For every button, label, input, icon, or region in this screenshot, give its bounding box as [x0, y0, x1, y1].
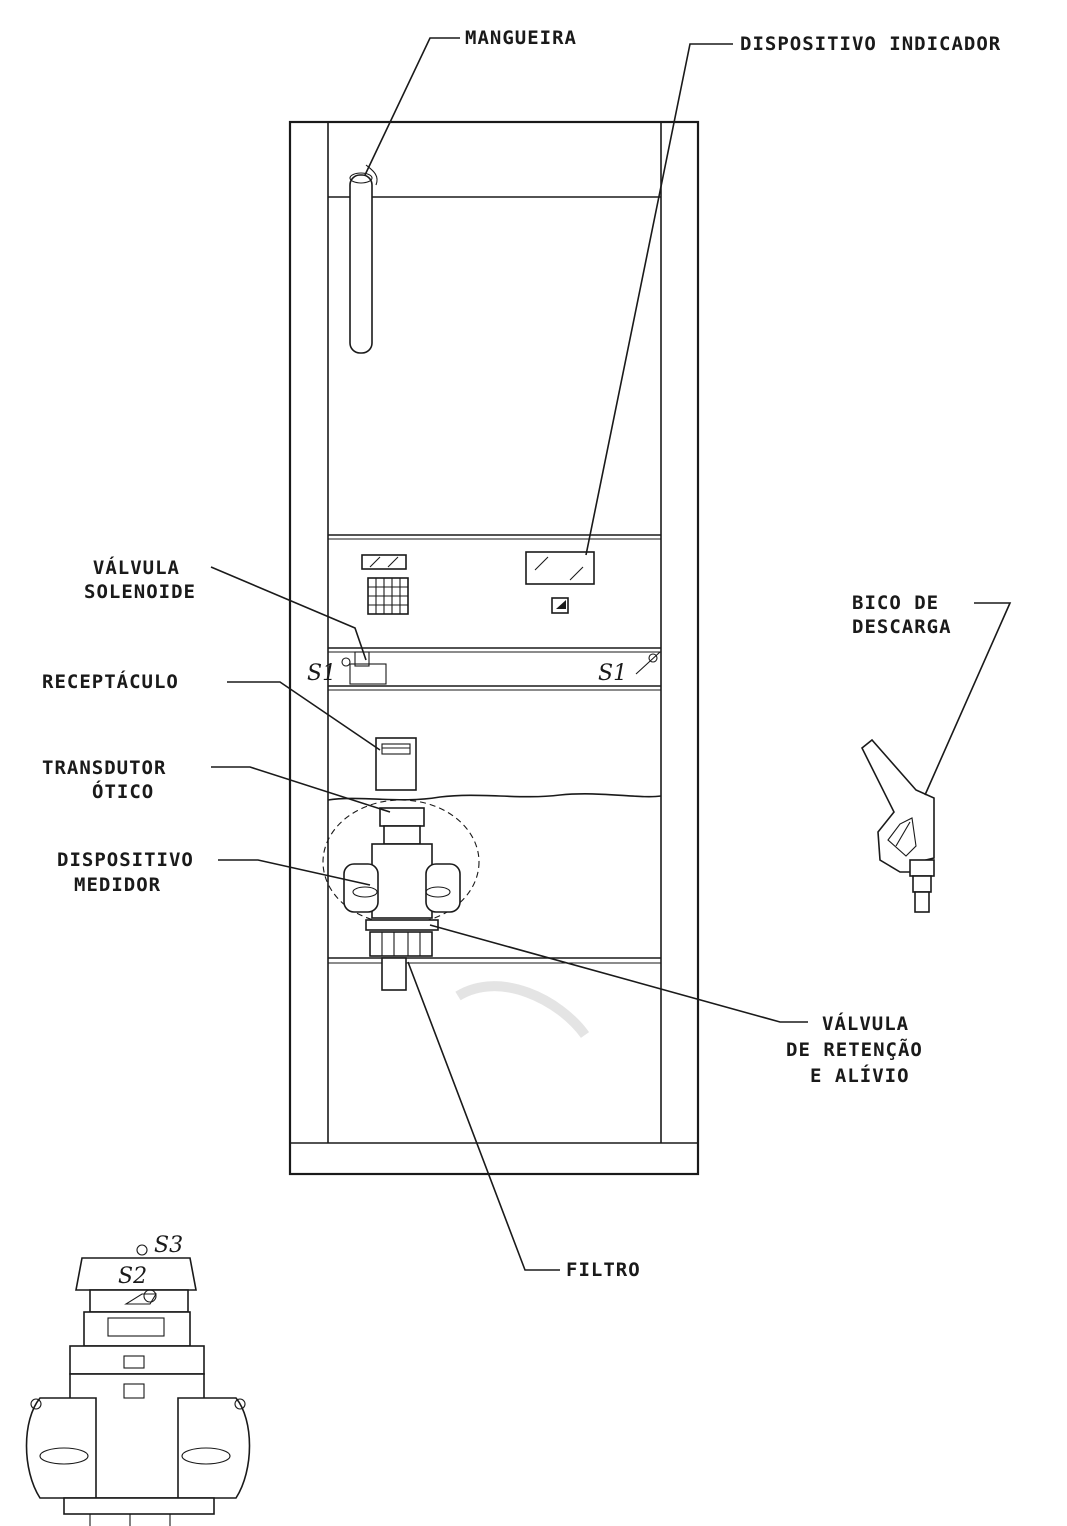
meter-detail-view: [25, 1244, 251, 1526]
leader-lines: [210, 37, 1012, 1271]
label-filtro: FILTRO: [566, 1259, 641, 1281]
display-window: [525, 551, 595, 585]
labels: MANGUEIRA DISPOSITIVO INDICADOR VÁLVULA …: [42, 27, 1001, 1281]
label-retencao-2: DE RETENÇÃO: [786, 1037, 923, 1061]
filter-body: [381, 957, 407, 991]
label-bico-1: BICO DE: [852, 592, 939, 614]
discharge-nozzle: [860, 738, 935, 913]
label-dispositivo-indicador: DISPOSITIVO INDICADOR: [740, 33, 1001, 55]
sensor-tag-s3: S3: [154, 1233, 183, 1258]
label-medidor-1: DISPOSITIVO: [57, 849, 194, 871]
sensor-tag-s2: S2: [118, 1264, 147, 1289]
label-transdutor-2: ÓTICO: [92, 779, 154, 803]
receptacle: [375, 737, 417, 791]
label-valvula-solenoide-2: SOLENOIDE: [84, 581, 196, 603]
solenoid-valves: [341, 651, 661, 685]
label-valvula-solenoide-1: VÁLVULA: [93, 556, 180, 579]
hose: [349, 164, 378, 354]
sensor-tag-s1-right: S1: [598, 661, 627, 686]
label-retencao-1: VÁLVULA: [822, 1012, 909, 1035]
label-medidor-2: MEDIDOR: [74, 874, 161, 896]
label-mangueira: MANGUEIRA: [465, 27, 577, 49]
sensor-tag-s1-left: S1: [307, 661, 336, 686]
keypad: [367, 577, 409, 615]
control-panel: [361, 551, 595, 615]
label-transdutor-1: TRANSDUTOR: [42, 757, 166, 779]
label-bico-2: DESCARGA: [852, 616, 952, 638]
meter-assembly: [343, 807, 461, 991]
label-receptaculo: RECEPTÁCULO: [42, 670, 179, 693]
label-retencao-3: E ALÍVIO: [810, 1064, 910, 1087]
